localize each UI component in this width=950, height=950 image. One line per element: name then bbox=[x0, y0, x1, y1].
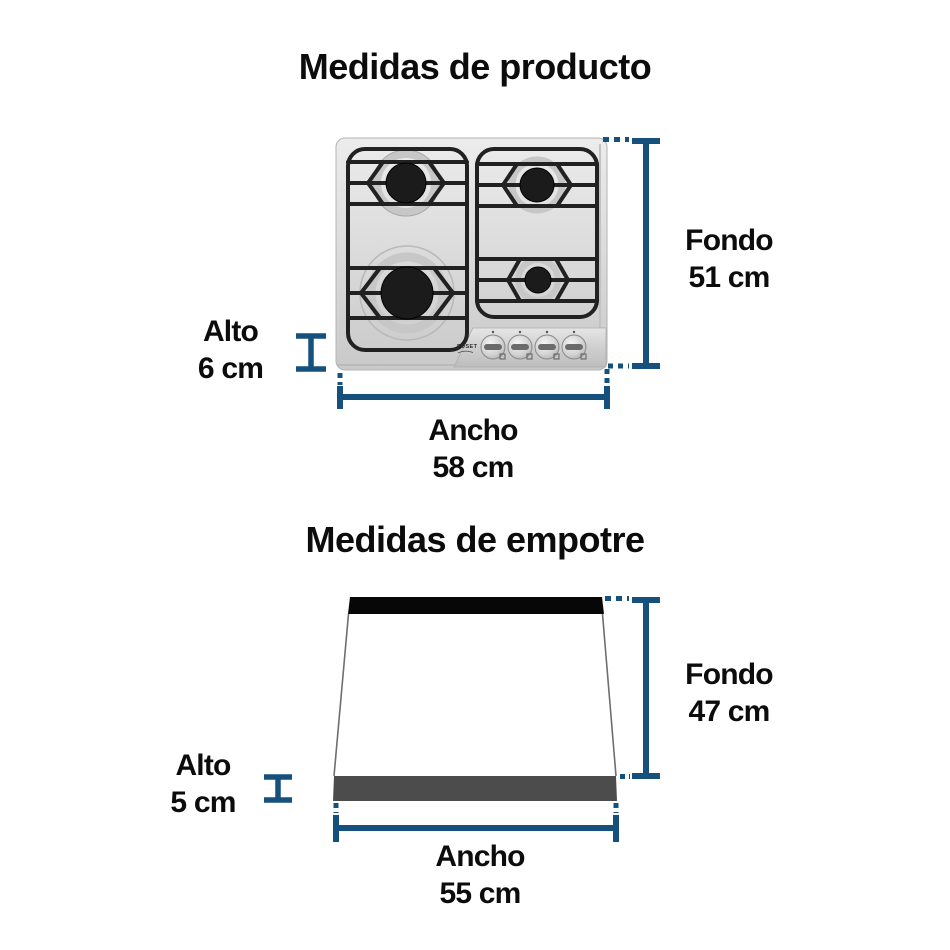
cooktop-illustration: FOSET bbox=[335, 137, 608, 371]
ancho-label-product: Ancho 58 cm bbox=[373, 412, 573, 486]
cutout-left-edge bbox=[333, 613, 350, 777]
alto-label-product: Alto 6 cm bbox=[163, 313, 298, 387]
section-title-product: Medidas de producto bbox=[298, 46, 652, 87]
alto-label-product-value: 6 cm bbox=[197, 352, 264, 385]
section-title-cutout: Medidas de empotre bbox=[305, 519, 645, 560]
cutout-back-bar bbox=[348, 597, 604, 614]
fondo-label-product-value: 51 cm bbox=[688, 261, 770, 294]
cutout-front-bar bbox=[333, 776, 617, 801]
fondo-label-cutout-value: 47 cm bbox=[688, 695, 770, 728]
fondo-label-cutout: Fondo 47 cm bbox=[655, 656, 803, 730]
ancho-dimension-line-product bbox=[337, 369, 610, 409]
burner-caps bbox=[380, 162, 555, 320]
burner-bottom-left bbox=[380, 266, 434, 320]
cutout-dimension-lines bbox=[264, 596, 660, 842]
knob-4 bbox=[561, 330, 587, 360]
knob-3 bbox=[534, 330, 560, 360]
fondo-label-product: Fondo 51 cm bbox=[655, 222, 803, 296]
fondo-label-cutout-name: Fondo bbox=[685, 658, 773, 691]
burner-top-left bbox=[385, 162, 427, 204]
alto-label-cutout-value: 5 cm bbox=[170, 786, 236, 819]
brand-label: FOSET bbox=[457, 344, 478, 350]
ancho-label-cutout-name: Ancho bbox=[435, 840, 525, 873]
cutout-right-edge bbox=[601, 613, 617, 777]
ancho-label-cutout: Ancho 55 cm bbox=[380, 838, 580, 912]
fondo-dimension-line-cutout bbox=[605, 596, 660, 779]
ancho-label-product-name: Ancho bbox=[428, 414, 518, 447]
fondo-label-product-name: Fondo bbox=[685, 224, 773, 257]
knob-1 bbox=[480, 330, 506, 360]
alto-label-cutout: Alto 5 cm bbox=[138, 747, 268, 821]
right-grate bbox=[475, 147, 599, 319]
ancho-label-cutout-value: 55 cm bbox=[439, 877, 521, 910]
alto-dimension-line-cutout bbox=[264, 774, 292, 803]
ancho-label-product-value: 58 cm bbox=[432, 451, 514, 484]
alto-label-product-name: Alto bbox=[202, 315, 259, 348]
ancho-dimension-line-cutout bbox=[333, 803, 619, 842]
alto-label-cutout-name: Alto bbox=[175, 749, 231, 782]
brand-script-flourish bbox=[457, 350, 474, 354]
knob-2 bbox=[507, 330, 533, 360]
burner-top-right bbox=[519, 167, 555, 203]
burner-bottom-right bbox=[524, 266, 552, 294]
cutout-shape bbox=[333, 597, 617, 801]
control-knobs bbox=[480, 330, 587, 360]
alto-dimension-line-product bbox=[296, 333, 326, 372]
